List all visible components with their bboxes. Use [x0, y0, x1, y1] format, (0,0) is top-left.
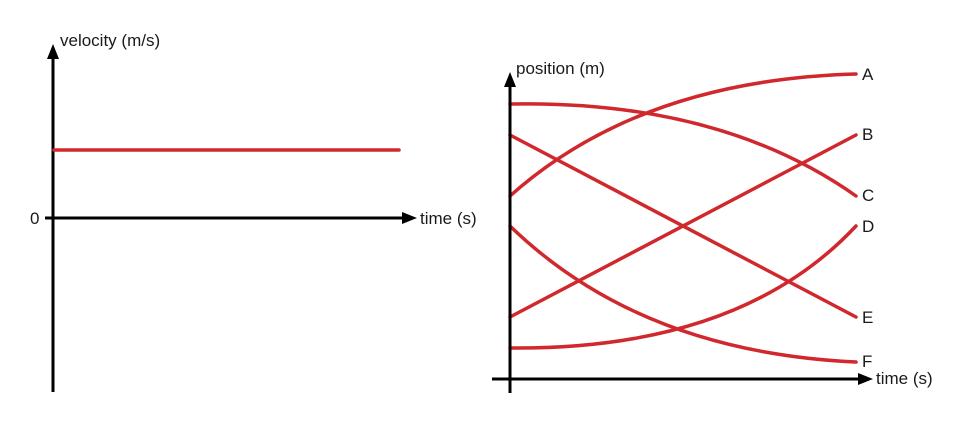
curve-d [508, 224, 858, 350]
velocity-time-axis-label: time (s) [420, 209, 477, 228]
curve-c [508, 102, 858, 198]
curve-label-b: B [862, 125, 873, 144]
zero-label: 0 [30, 209, 39, 228]
curve-label-e: E [862, 308, 873, 327]
curve-label-f: F [862, 352, 872, 371]
velocity-axis-label: velocity (m/s) [60, 31, 160, 50]
position-time-graph: position (m) time (s) A B C D E F [492, 59, 933, 393]
position-axis-label: position (m) [516, 59, 605, 78]
velocity-time-graph: velocity (m/s) 0 time (s) [30, 31, 477, 392]
curve-e [508, 133, 858, 319]
curve-label-c: C [862, 186, 874, 205]
position-y-axis-arrow [504, 72, 516, 87]
curve-a [508, 72, 858, 198]
velocity-time-axis-arrow [402, 212, 417, 224]
position-time-axis-label: time (s) [876, 369, 933, 388]
velocity-y-axis-arrow [47, 44, 59, 59]
position-time-axis-arrow [858, 373, 873, 385]
curve-f [508, 224, 858, 364]
curve-label-a: A [862, 65, 874, 84]
curve-label-d: D [862, 217, 874, 236]
